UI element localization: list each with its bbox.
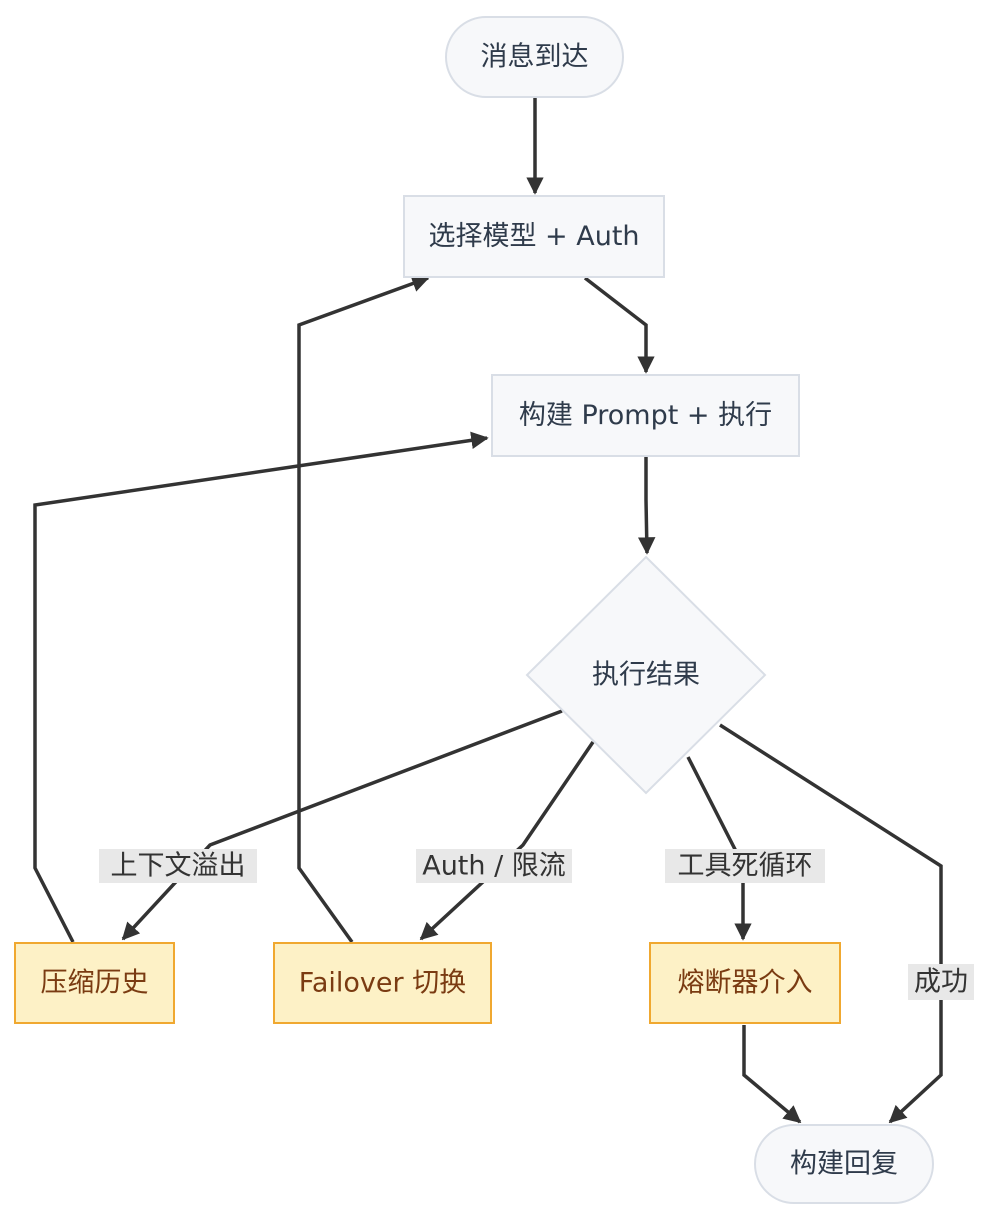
node-failover-switch-label: Failover 切换 <box>299 968 466 999</box>
node-select-model-auth-label: 选择模型 + Auth <box>428 221 639 252</box>
node-failover-switch: Failover 切换 <box>273 942 492 1024</box>
edge-label-overflow-text: 上下文溢出 <box>111 851 246 882</box>
node-execution-result-label: 执行结果 <box>592 660 700 691</box>
node-build-reply: 构建回复 <box>754 1124 934 1204</box>
edge-label-success-text: 成功 <box>914 967 968 998</box>
node-circuit-breaker: 熔断器介入 <box>649 942 841 1024</box>
edge-result-to-compress <box>121 709 563 941</box>
node-build-prompt-execute: 构建 Prompt + 执行 <box>491 374 800 457</box>
node-compress-history-label: 压缩历史 <box>41 968 149 999</box>
node-arrive: 消息到达 <box>445 16 624 98</box>
edge-result-to-reply <box>719 723 943 1124</box>
node-circuit-breaker-label: 熔断器介入 <box>678 968 813 999</box>
node-compress-history: 压缩历史 <box>14 942 175 1024</box>
edge-build-to-result <box>637 457 656 555</box>
edge-label-auth: Auth / 限流 <box>416 849 572 883</box>
edge-failover-to-select <box>297 275 430 944</box>
edge-label-auth-text: Auth / 限流 <box>422 851 566 882</box>
edge-label-loop: 工具死循环 <box>665 849 825 883</box>
edge-result-to-breaker <box>686 756 752 941</box>
node-build-reply-label: 构建回复 <box>790 1149 898 1180</box>
edge-label-loop-text: 工具死循环 <box>678 851 813 882</box>
edge-select-to-build <box>583 276 655 374</box>
edge-label-overflow: 上下文溢出 <box>99 849 257 883</box>
edge-compress-to-build <box>33 431 489 943</box>
edge-label-success: 成功 <box>908 964 974 1000</box>
node-execution-result: 执行结果 <box>525 555 767 795</box>
edge-result-to-failover <box>419 741 595 941</box>
node-arrive-label: 消息到达 <box>481 42 589 73</box>
node-build-prompt-execute-label: 构建 Prompt + 执行 <box>519 400 772 431</box>
node-select-model-auth: 选择模型 + Auth <box>403 195 665 278</box>
edge-breaker-to-reply <box>742 1025 802 1124</box>
